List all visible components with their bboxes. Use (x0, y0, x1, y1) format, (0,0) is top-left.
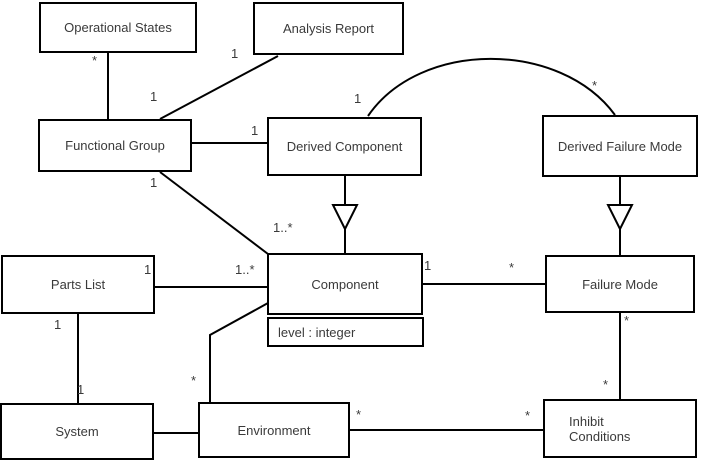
class-box-derived-failure-mode: Derived Failure Mode (542, 115, 698, 177)
multiplicity-label-analysis-report: 1 (231, 46, 239, 61)
multiplicity-label-failure-mode: * (624, 313, 630, 328)
class-box-functional-group: Functional Group (38, 119, 192, 172)
class-name-parts-list: Parts List (50, 277, 106, 292)
multiplicity-label-derived-component: 1 (354, 91, 362, 106)
multiplicity-label-parts-list: 1 (54, 317, 62, 332)
multiplicity-label-parts-list: 1 (144, 262, 152, 277)
edge-component-environment (209, 302, 269, 402)
multiplicity-label-component: 1..* (235, 262, 255, 277)
class-name-derived-failure-mode: Derived Failure Mode (557, 138, 683, 154)
class-name-system: System (55, 424, 99, 439)
multiplicity-label-functional-group: 1 (150, 175, 158, 190)
multiplicity-label-inhibit-conditions: * (603, 377, 609, 392)
class-box-system: System (0, 403, 154, 460)
class-name-derived-component: Derived Component (286, 139, 403, 154)
class-box-environment: Environment (198, 402, 350, 458)
multiplicity-label-component: 1 (424, 258, 432, 273)
generalization-arrow-icon (331, 204, 359, 232)
multiplicity-label-derived-failure-mode: * (592, 78, 598, 93)
class-name-functional-group: Functional Group (65, 138, 165, 153)
class-name-inhibit-conditions: Inhibit Conditions (569, 413, 631, 444)
multiplicity-label-operational-states: * (92, 53, 98, 68)
class-name-analysis-report: Analysis Report (282, 21, 375, 36)
class-box-analysis-report: Analysis Report (253, 2, 404, 55)
class-name-failure-mode: Failure Mode (582, 276, 658, 292)
class-box-operational-states: Operational States (39, 2, 197, 53)
class-attribute-compartment-component: level : integer (267, 317, 424, 347)
multiplicity-label-environment: * (191, 373, 197, 388)
edge-analysis-report-functional-group (159, 55, 279, 120)
multiplicity-label-inhibit-conditions: * (525, 408, 531, 423)
class-box-parts-list: Parts List (1, 255, 155, 314)
multiplicity-label-functional-group: 1 (150, 89, 158, 104)
class-box-derived-component: Derived Component (267, 117, 422, 176)
class-attribute-text: level : integer (278, 324, 356, 340)
class-name-component: Component (311, 276, 379, 292)
edge-functional-group-component (159, 171, 269, 255)
multiplicity-label-component: 1..* (273, 220, 293, 235)
multiplicity-label-derived-component: 1 (251, 123, 259, 138)
class-box-component: Component (267, 253, 423, 315)
multiplicity-label-failure-mode: * (509, 260, 515, 275)
class-name-environment: Environment (237, 422, 311, 438)
class-name-operational-states: Operational States (64, 20, 172, 35)
class-box-inhibit-conditions: Inhibit Conditions (543, 399, 697, 458)
multiplicity-label-environment: * (356, 407, 362, 422)
edge-derived-component-derived-failure-mode-arc (367, 58, 616, 117)
generalization-arrow-icon (606, 204, 634, 232)
multiplicity-label-system: 1 (77, 382, 85, 397)
class-box-failure-mode: Failure Mode (545, 255, 695, 313)
